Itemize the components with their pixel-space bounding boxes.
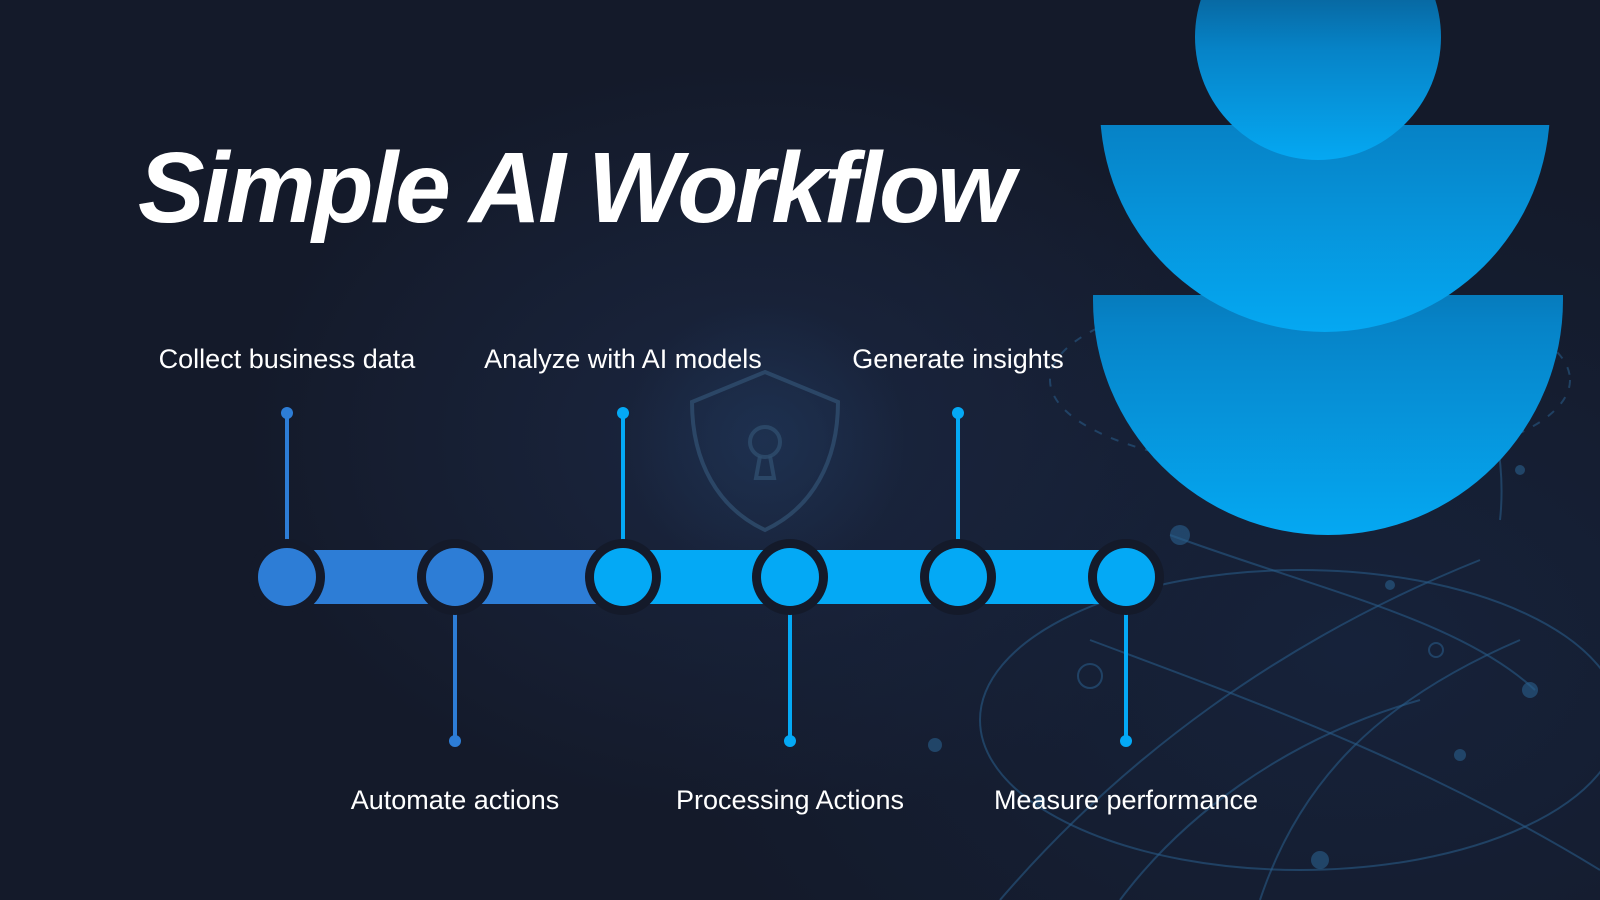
stem-dot-5 — [952, 407, 964, 419]
slide-title: Simple AI Workflow — [138, 132, 1015, 244]
step-label-2: Automate actions — [350, 785, 560, 815]
step-label-6: Measure performance — [993, 785, 1259, 815]
shield-lock-icon — [689, 369, 841, 533]
step-label-5: Generate insights — [852, 344, 1064, 374]
timeline-node-3 — [594, 548, 652, 606]
timeline-node-1 — [258, 548, 316, 606]
network-nodes — [928, 384, 1538, 869]
timeline-node-5 — [929, 548, 987, 606]
step-label-1: Collect business data — [158, 344, 416, 374]
stem-dot-6 — [1120, 735, 1132, 747]
step-label-4: Processing Actions — [675, 785, 905, 815]
step-label-3: Analyze with AI models — [484, 344, 762, 374]
stem-dot-2 — [449, 735, 461, 747]
stem-dot-1 — [281, 407, 293, 419]
decor-circle-large — [1093, 295, 1563, 535]
decor-circle-medium — [1100, 125, 1550, 332]
timeline-node-4 — [761, 548, 819, 606]
stem-dot-4 — [784, 735, 796, 747]
decor-circles — [1093, 0, 1563, 535]
timeline-node-6 — [1097, 548, 1155, 606]
network-lines — [979, 153, 1600, 900]
decor-circle-small — [1195, 0, 1441, 160]
stem-dot-3 — [617, 407, 629, 419]
timeline-node-2 — [426, 548, 484, 606]
